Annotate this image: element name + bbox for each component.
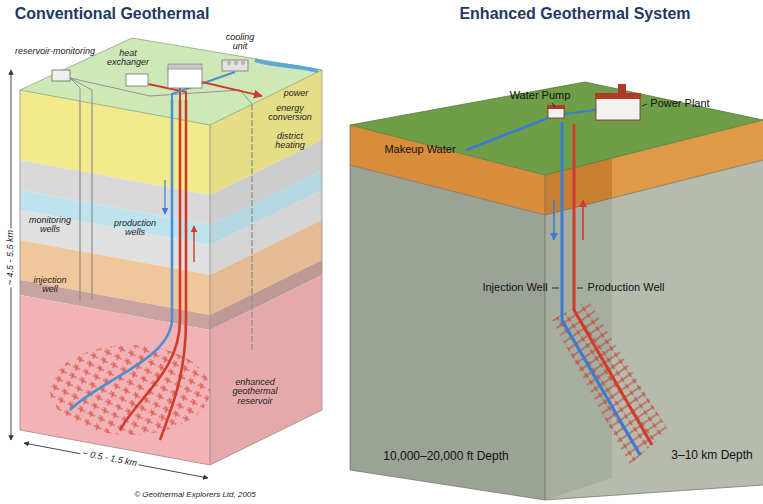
- part-label: injection well: [29, 276, 71, 295]
- basement-rock: [350, 165, 545, 500]
- part-label: heat exchanger: [105, 49, 151, 68]
- leader-line: [552, 288, 559, 289]
- block-outline: [350, 125, 763, 500]
- hot-pipe: [179, 88, 181, 100]
- leader-line: [642, 104, 647, 106]
- monitoring-cable: [70, 78, 252, 104]
- part-label: Power Plant: [650, 98, 709, 110]
- dimension-label: ~ 0.5 - 1.5 km: [80, 449, 140, 469]
- dimension-line: [24, 443, 208, 478]
- conventional-block: [11, 38, 322, 478]
- cooling-fan: [241, 61, 245, 65]
- surface-pipe: [564, 110, 596, 114]
- river: [255, 60, 318, 71]
- part-label: cooling unit: [220, 33, 260, 52]
- part-label: production wells: [113, 219, 157, 238]
- building-roof: [168, 64, 202, 69]
- water-pump-building: [548, 108, 564, 118]
- part-label: Makeup Water: [384, 144, 455, 156]
- ground-surface: [350, 82, 763, 175]
- cooling-unit-building: [222, 60, 248, 71]
- injection-well: [70, 100, 172, 410]
- part-label: monitoring wells: [28, 216, 72, 235]
- part-label: Production Well: [588, 282, 665, 294]
- dimension-label: ~ 4.5 - 5.5 km: [6, 228, 15, 287]
- part-label: Injection Well: [482, 282, 547, 294]
- monitoring-well: [251, 104, 252, 350]
- power-plant-building: [596, 98, 640, 120]
- cooling-fan: [227, 61, 231, 65]
- block-outline: [20, 70, 322, 465]
- part-label: energy conversion: [267, 104, 313, 123]
- monitoring-well: [79, 101, 80, 300]
- part-label: reservoir-monitoring: [15, 47, 95, 56]
- district-heating-pipe: [202, 82, 262, 96]
- flow-arrow: [193, 226, 194, 262]
- panel-title: Enhanced Geothermal System: [459, 6, 690, 23]
- depth-label: 3–10 km Depth: [671, 449, 752, 462]
- leader-line: [577, 288, 583, 289]
- plant-stack: [618, 84, 626, 94]
- part-label: enhanced geothermal reservoir: [224, 378, 286, 406]
- egs-block: [350, 82, 763, 500]
- leader-line: [552, 103, 555, 107]
- flow-arrow: [582, 200, 584, 240]
- basement-rock: [545, 160, 763, 500]
- flow-arrow: [164, 180, 165, 214]
- heat-exchanger-building: [126, 74, 148, 86]
- copyright-note: © Geothermal Explorers Ltd, 2005: [134, 491, 256, 499]
- makeup-water-pipe: [466, 118, 548, 150]
- flow-arrow: [553, 200, 555, 240]
- face-shade: [210, 70, 322, 465]
- fracture-network: [50, 345, 210, 435]
- monitoring-station: [52, 70, 70, 81]
- monitoring-cable: [70, 78, 80, 101]
- part-label: Water Pump: [510, 90, 571, 102]
- panel-title: Conventional Geothermal: [15, 6, 210, 23]
- power-building: [168, 68, 202, 88]
- monitoring-well: [91, 103, 92, 300]
- cooling-fan: [234, 61, 238, 65]
- part-label: power: [284, 89, 309, 98]
- part-label: district heating: [269, 132, 311, 151]
- building-roof: [547, 105, 565, 109]
- depth-label: 10,000–20,000 ft Depth: [383, 450, 508, 463]
- monitoring-cable: [70, 78, 92, 103]
